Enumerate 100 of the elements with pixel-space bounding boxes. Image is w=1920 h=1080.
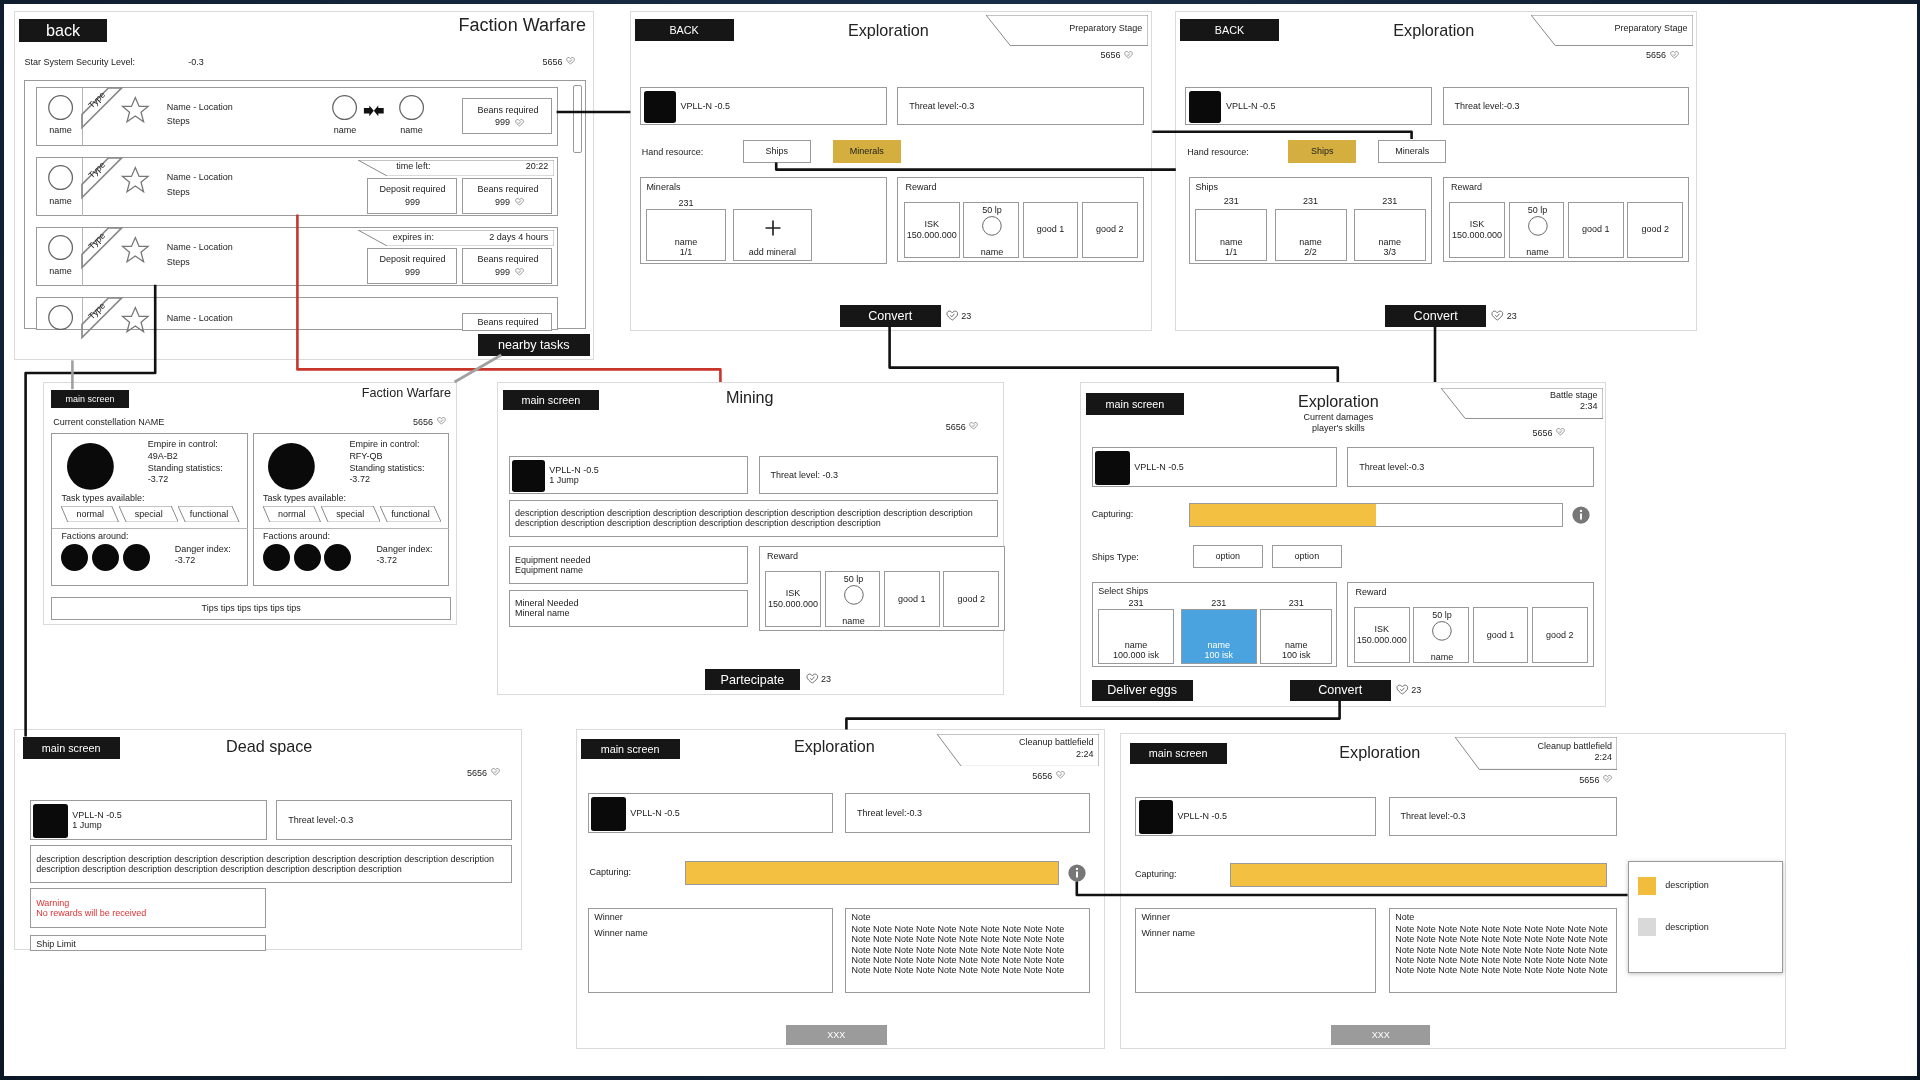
- connector-line: [844, 700, 1341, 729]
- screen-title: Exploration: [847, 20, 929, 40]
- jump-count: 1 Jump: [549, 475, 580, 486]
- task-steps: Steps: [166, 186, 190, 197]
- main-screen-button: main screen: [1129, 742, 1227, 765]
- panel-heading: Reward: [1450, 181, 1482, 193]
- jump-count: 1 Jump: [72, 819, 103, 831]
- cost-label: Beans required: [477, 104, 539, 116]
- cost-value: 999: [405, 266, 421, 278]
- box-heading: Winner: [1141, 911, 1171, 923]
- item-count: 231: [1303, 196, 1319, 207]
- threat-card: [845, 793, 1090, 833]
- system-card: [1091, 447, 1337, 487]
- subtitle: Current damages: [1303, 412, 1374, 423]
- item-name: name: [1207, 640, 1230, 651]
- threat-card: [1388, 796, 1618, 837]
- avatar-label: name: [49, 195, 72, 206]
- item-slot: [646, 208, 726, 262]
- stage-timer: 2:34: [1580, 401, 1598, 412]
- field-label: Danger index:: [174, 543, 231, 555]
- item-name: good 1: [1582, 224, 1610, 235]
- system-card: [587, 793, 833, 833]
- threat-card: [276, 800, 513, 840]
- type-tag-text: Type: [86, 159, 108, 181]
- field-label: Empire in control:: [147, 439, 218, 450]
- threat-level: Threat level:-0.3: [1359, 462, 1426, 473]
- currency-label: ISK: [1374, 624, 1389, 635]
- stage-tab: [1455, 737, 1618, 770]
- warning-text: No rewards will be received: [36, 908, 148, 919]
- reward-item: [824, 570, 881, 627]
- type-tag-text: Type: [86, 300, 108, 322]
- field-label: Ship Limit: [36, 938, 77, 950]
- description-box: [508, 499, 999, 538]
- panel-heading: Reward: [905, 181, 937, 193]
- warning-title: Warning: [36, 897, 71, 909]
- task-type-tab: [380, 506, 442, 523]
- stage-name: Preparatory Stage: [1614, 22, 1688, 33]
- reward-item: [1449, 201, 1505, 258]
- field-label: Star System Security Level:: [24, 56, 135, 68]
- field-label: Capturing:: [589, 866, 632, 878]
- reward-item: [1081, 201, 1138, 258]
- timer-tab: [357, 159, 554, 176]
- balance-value: 5656: [945, 422, 966, 433]
- system-card: [508, 456, 748, 495]
- item-count: 2/2: [1304, 247, 1317, 258]
- stage-tab: [1441, 388, 1603, 419]
- requirement-card: [508, 546, 748, 585]
- cost-label: Beans required: [477, 317, 539, 328]
- nearby-tasks-button: nearby tasks: [478, 333, 590, 356]
- description-text: description description description description description description description description description description description description description description description description description description: [36, 853, 495, 875]
- points-value: 50 lp: [1527, 204, 1548, 215]
- amount-value: 150.000.000: [1356, 634, 1407, 645]
- cost-box: [462, 98, 552, 135]
- task-name: Name - Location: [166, 172, 233, 183]
- resource-toggle: Ships: [742, 139, 811, 163]
- reward-item: [1531, 606, 1588, 663]
- task-type-tab: [118, 506, 179, 523]
- reward-item: [903, 201, 960, 258]
- reward-item: [765, 570, 821, 627]
- item-slot: [1180, 608, 1257, 665]
- item-count: 231: [1211, 597, 1227, 609]
- requirement-card: [508, 589, 748, 628]
- item-name: good 2: [1641, 224, 1670, 235]
- amount-value: 150.000.000: [768, 598, 819, 609]
- item-count: 231: [1382, 196, 1398, 207]
- winner-name: Winner name: [594, 927, 649, 938]
- item-name: good 1: [898, 593, 926, 604]
- field-label: Hand resource:: [641, 146, 704, 158]
- back-button: BACK: [634, 18, 734, 41]
- connector-line: [1433, 325, 1436, 382]
- cost-label: Beans required: [477, 183, 539, 195]
- deliver-button: Deliver eggs: [1091, 679, 1193, 702]
- cost-value: 23: [961, 310, 972, 321]
- points-value: 50 lp: [843, 573, 864, 584]
- action-label: add mineral: [748, 247, 796, 258]
- reward-panel: [897, 177, 1144, 262]
- field-label: Task types available:: [263, 493, 347, 504]
- convert-button: Convert: [839, 305, 941, 327]
- field-label: Capturing:: [1135, 868, 1177, 879]
- ships-panel: [1091, 582, 1337, 667]
- stage-tab: [985, 15, 1148, 46]
- item-name: name: [1526, 246, 1549, 258]
- resource-toggle: Minerals: [832, 139, 901, 163]
- description-box: [29, 845, 513, 883]
- threat-level: Threat level:-0.3: [1400, 811, 1467, 822]
- reward-item: [1413, 606, 1469, 663]
- winner-box: [587, 908, 833, 993]
- threat-level: Threat level:-0.3: [288, 814, 355, 826]
- tab-label: special: [336, 508, 365, 520]
- main-screen-button: main screen: [580, 739, 680, 759]
- avatar-label: name: [333, 125, 357, 136]
- main-screen-button: main screen: [22, 737, 120, 759]
- system-card: [1185, 87, 1432, 126]
- threat-card: [758, 456, 999, 495]
- convert-button: Convert: [1385, 305, 1486, 327]
- threat-card: [1347, 447, 1594, 487]
- item-name: name: [842, 615, 865, 627]
- cost-box: [462, 312, 552, 331]
- currency-label: ISK: [1469, 219, 1485, 230]
- description-text: description description description description description description description description description description description description description description description description description description: [514, 508, 974, 529]
